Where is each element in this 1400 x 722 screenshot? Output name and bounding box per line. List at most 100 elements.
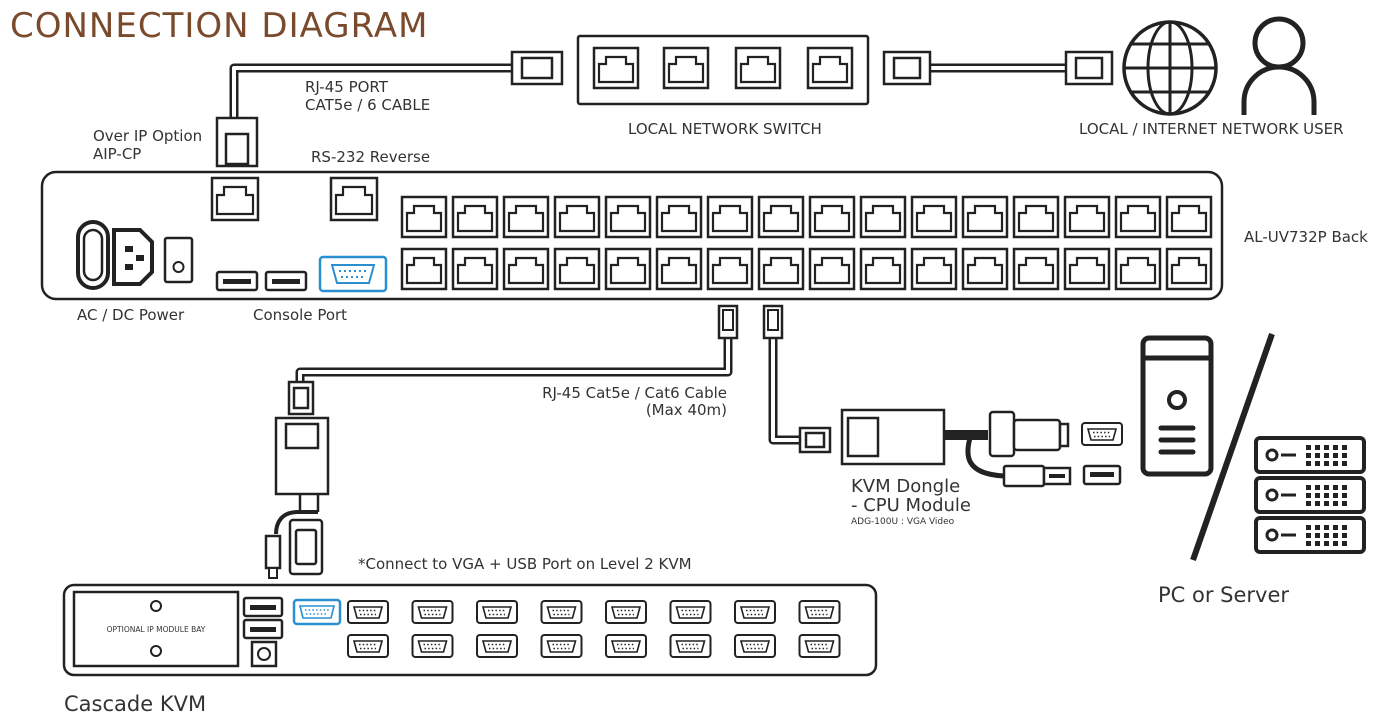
server-vent: [1315, 453, 1320, 458]
server-vent: [1324, 493, 1329, 498]
cascade-vga-port: [476, 634, 518, 658]
cascade-vga-port: [798, 634, 841, 658]
server-vent: [1306, 485, 1311, 490]
server-vent: [1342, 493, 1347, 498]
server-vent: [1333, 493, 1338, 498]
aip-cp-label: AIP-CP: [93, 145, 141, 163]
kvm-port: [655, 247, 703, 291]
kvm-port: [604, 247, 652, 291]
cable-to-dongle: [768, 338, 800, 445]
kvm-port: [1063, 247, 1111, 291]
kvm-port: [553, 195, 601, 239]
cascade-vga-port: [669, 634, 712, 658]
network-user-label: LOCAL / INTERNET NETWORK USER: [1079, 120, 1344, 138]
server-vent: [1324, 461, 1329, 466]
aip-cp-module: [215, 116, 259, 168]
cascade-vga-port: [476, 600, 518, 624]
pc-vga-port: [1081, 422, 1123, 446]
kvm-port: [961, 195, 1009, 239]
server-vent: [1306, 493, 1311, 498]
server-vent: [1342, 485, 1347, 490]
kvm-port: [706, 195, 754, 239]
server-vent: [1324, 525, 1329, 530]
cascade-vga-port: [734, 600, 776, 624]
pc-tower-icon: [1140, 335, 1214, 477]
server-vent: [1342, 445, 1347, 450]
cascade-vga-port: [347, 634, 389, 658]
cable-rj45-to-aip: [229, 63, 512, 118]
kvm-port: [451, 247, 499, 291]
kvm-port: [757, 247, 805, 291]
server-vent: [1333, 485, 1338, 490]
kvm-port: [910, 247, 958, 291]
server-vent: [1306, 501, 1311, 506]
server-vent: [1333, 501, 1338, 506]
server-vent: [1333, 445, 1338, 450]
cascade-dongle: [264, 380, 330, 579]
rj45-plug-user: [1064, 50, 1114, 86]
rj45-plug-out-1: [717, 304, 739, 340]
kvm-port: [604, 195, 652, 239]
ac-dc-power-label: AC / DC Power: [77, 306, 185, 324]
ip-module-bay-label: OPTIONAL IP MODULE BAY: [107, 625, 206, 634]
server-vent: [1333, 461, 1338, 466]
server-vent: [1333, 453, 1338, 458]
adg-model-label: ADG-100U : VGA Video: [851, 517, 955, 527]
server-vent: [1342, 453, 1347, 458]
server-led: [1265, 488, 1279, 502]
kvm-port: [961, 247, 1009, 291]
server-led: [1265, 528, 1279, 542]
server-vent: [1342, 501, 1347, 506]
connect-note: *Connect to VGA + USB Port on Level 2 KV…: [358, 555, 692, 573]
server-vent: [1315, 533, 1320, 538]
kvm-dongle: [798, 408, 1072, 488]
cascade-vga-port: [411, 634, 454, 658]
server-vent: [1333, 525, 1338, 530]
kvm-port: [1063, 195, 1111, 239]
kvm-port: [1012, 247, 1060, 291]
kvm-port: [502, 247, 550, 291]
ac-power-icon: [76, 220, 154, 290]
server-rack-icon: [1254, 436, 1366, 554]
kvm-port: [808, 195, 856, 239]
server-vent: [1315, 445, 1320, 450]
cascade-kvm-label: Cascade KVM: [64, 692, 206, 716]
kvm-port: [910, 195, 958, 239]
server-vent: [1315, 493, 1320, 498]
server-vent: [1333, 541, 1338, 546]
kvm-port: [553, 247, 601, 291]
server-vent: [1306, 453, 1311, 458]
rj45-plug-right: [882, 50, 932, 86]
user-icon: [1241, 16, 1317, 115]
kvm-port: [1114, 195, 1162, 239]
server-led: [1265, 448, 1279, 462]
cascade-vga-port: [347, 600, 389, 624]
server-vent: [1333, 533, 1338, 538]
cat-cable-label: CAT5e / 6 CABLE: [305, 96, 430, 114]
cascade-vga-port: [540, 600, 583, 624]
server-vent: [1324, 485, 1329, 490]
globe-icon: [1122, 20, 1218, 116]
console-port-label: Console Port: [253, 306, 347, 324]
kvm-port: [1165, 247, 1213, 291]
console-usb-ports: [215, 270, 308, 292]
cpu-module-label: - CPU Module: [851, 495, 971, 516]
server-vent: [1324, 453, 1329, 458]
server-vent: [1315, 541, 1320, 546]
kvm-port: [859, 195, 907, 239]
kvm-port: [808, 247, 856, 291]
server-vent: [1315, 461, 1320, 466]
server-vent: [1306, 533, 1311, 538]
server-vent: [1315, 525, 1320, 530]
rj45-plug-out-2: [762, 304, 784, 340]
cable-max-label: (Max 40m): [646, 401, 727, 419]
cable-label: RJ-45 Cat5e / Cat6 Cable: [542, 384, 727, 402]
server-vent: [1324, 445, 1329, 450]
server-vent: [1315, 501, 1320, 506]
cascade-vga-port: [605, 634, 647, 658]
kvm-port: [706, 247, 754, 291]
pc-server-label: PC or Server: [1158, 583, 1289, 607]
server-vent: [1306, 445, 1311, 450]
local-network-switch: [576, 34, 870, 106]
